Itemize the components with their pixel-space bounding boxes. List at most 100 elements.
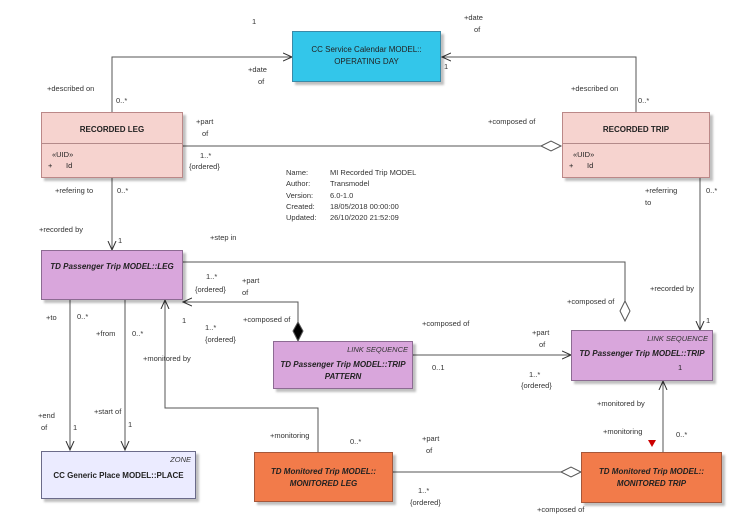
composition-diamond-pattern — [292, 320, 304, 343]
class-trip[interactable]: LINK SEQUENCE TD Passenger Trip MODEL::T… — [571, 330, 713, 381]
label-mult: 1 — [444, 62, 449, 71]
trip-stereotype: LINK SEQUENCE — [647, 334, 708, 343]
label-role: +described on — [571, 84, 619, 93]
class-monitored-trip[interactable]: TD Monitored Trip MODEL:: MONITORED TRIP — [581, 452, 722, 503]
meta-author-key: Author: — [286, 179, 311, 189]
label-constraint: {ordered} — [189, 162, 220, 171]
label-role: of — [242, 288, 249, 297]
label-role: of — [426, 446, 433, 455]
class-recorded-leg[interactable]: RECORDED LEG «UID» + Id — [41, 112, 183, 178]
label-role: +recorded by — [39, 225, 83, 234]
label-role: of — [41, 423, 48, 432]
label-mult: 1 — [128, 420, 133, 429]
label-role: +composed of — [422, 319, 470, 328]
label-role: +described on — [47, 84, 95, 93]
label-role: of — [474, 25, 481, 34]
label-constraint: {ordered} — [205, 335, 236, 344]
recorded-leg-attr-marker: + — [48, 161, 53, 170]
label-mult: 1..* — [418, 486, 430, 495]
label-constraint: {ordered} — [521, 381, 552, 390]
label-mult: 0..* — [116, 96, 128, 105]
assoc-pattern-leg — [183, 302, 299, 322]
label-role: +part — [422, 434, 440, 443]
aggregation-diamond-trip — [619, 299, 631, 323]
meta-version-value: 6.0-1.0 — [330, 190, 354, 200]
label-role: +end — [38, 411, 55, 420]
label-role: +referring — [645, 186, 678, 195]
label-role: +part — [532, 328, 550, 337]
recorded-trip-attr: Id — [587, 161, 594, 170]
meta-name-key: Name: — [286, 168, 309, 177]
class-monitored-leg[interactable]: TD Monitored Trip MODEL:: MONITORED LEG — [254, 452, 393, 502]
recorded-trip-title: RECORDED TRIP — [602, 125, 670, 134]
label-role: +from — [96, 329, 116, 338]
meta-created-value: 18/05/2018 00:00:00 — [330, 201, 399, 211]
place-stereotype: ZONE — [170, 455, 191, 464]
label-mult: 0..* — [77, 312, 89, 321]
monitored-leg-line1: TD Monitored Trip MODEL:: — [270, 467, 377, 476]
aggregation-diamond-recorded-trip — [539, 140, 563, 152]
assoc-monitored-leg-leg — [165, 300, 319, 452]
label-mult: 1 — [252, 17, 257, 26]
class-leg[interactable]: TD Passenger Trip MODEL::LEG — [41, 250, 183, 300]
recorded-leg-stereotype: «UID» — [52, 150, 74, 159]
class-place[interactable]: ZONE CC Generic Place MODEL::PLACE — [41, 451, 196, 499]
label-role: +composed of — [537, 505, 585, 514]
recorded-trip-attr-marker: + — [569, 161, 574, 170]
meta-updated-key: Updated: — [286, 213, 317, 223]
aggregation-diamond-monitored-trip — [559, 466, 583, 478]
label-role: +recorded by — [650, 284, 694, 293]
assoc-leg-trip-step — [183, 262, 626, 301]
monitored-trip-line1: TD Monitored Trip MODEL:: — [598, 467, 705, 476]
label-role: +step in — [210, 233, 237, 242]
recorded-leg-attr: Id — [66, 161, 73, 170]
meta-created-key: Created: — [286, 201, 315, 211]
label-mult: 0..* — [132, 329, 144, 338]
class-operating-day[interactable]: CC Service Calendar MODEL:: OPERATING DA… — [292, 31, 441, 82]
label-role: +monitored by — [597, 399, 645, 408]
meta-author-value: Transmodel — [330, 179, 370, 189]
label-mult: 0..* — [117, 186, 129, 195]
label-role: of — [202, 129, 209, 138]
label-constraint: {ordered} — [195, 285, 226, 294]
label-mult: 0..* — [706, 186, 718, 195]
label-role: +composed of — [567, 297, 615, 306]
label-mult: 1..* — [206, 272, 218, 281]
label-role: +to — [46, 313, 57, 322]
leg-title: TD Passenger Trip MODEL::LEG — [50, 262, 174, 271]
label-mult: 0..* — [638, 96, 650, 105]
label-role: +composed of — [488, 117, 536, 126]
assoc-trip-operating-day — [442, 57, 637, 112]
label-role: +part — [242, 276, 260, 285]
trip-title: TD Passenger Trip MODEL::TRIP — [579, 349, 705, 358]
label-role: +date — [464, 13, 483, 22]
meta-updated-value: 26/10/2020 21:52:09 — [330, 213, 399, 223]
operating-day-line1: CC Service Calendar MODEL:: — [311, 45, 422, 54]
assoc-leg-operating-day — [111, 57, 292, 112]
class-trip-pattern[interactable]: LINK SEQUENCE TD Passenger Trip MODEL::T… — [273, 341, 413, 389]
trip-mult: 1 — [678, 363, 683, 372]
label-mult: 1 — [706, 316, 711, 325]
class-recorded-trip[interactable]: RECORDED TRIP «UID» + Id — [562, 112, 710, 178]
trip-pattern-line2: PATTERN — [324, 372, 362, 381]
note-triangle-icon — [648, 440, 656, 447]
label-mult: 0..* — [350, 437, 362, 446]
operating-day-line2: OPERATING DAY — [334, 57, 399, 66]
label-mult: 0..* — [676, 430, 688, 439]
label-mult: 1..* — [529, 370, 541, 379]
meta-name-value: MI Recorded Trip MODEL — [330, 168, 417, 177]
trip-pattern-line1: TD Passenger Trip MODEL::TRIP — [280, 360, 406, 369]
label-role: +monitoring — [603, 427, 643, 436]
label-role: +date — [248, 65, 267, 74]
label-role: of — [258, 77, 265, 86]
label-role: +monitored by — [143, 354, 191, 363]
label-role: +start of — [94, 407, 122, 416]
recorded-trip-stereotype: «UID» — [573, 150, 595, 159]
label-mult: 1..* — [200, 151, 212, 160]
label-role: +part — [196, 117, 214, 126]
label-role: of — [539, 340, 546, 349]
monitored-leg-line2: MONITORED LEG — [289, 479, 358, 488]
place-title: CC Generic Place MODEL::PLACE — [53, 471, 184, 480]
diagram-metadata: Name: MI Recorded Trip MODEL Author: Trans… — [286, 167, 416, 223]
